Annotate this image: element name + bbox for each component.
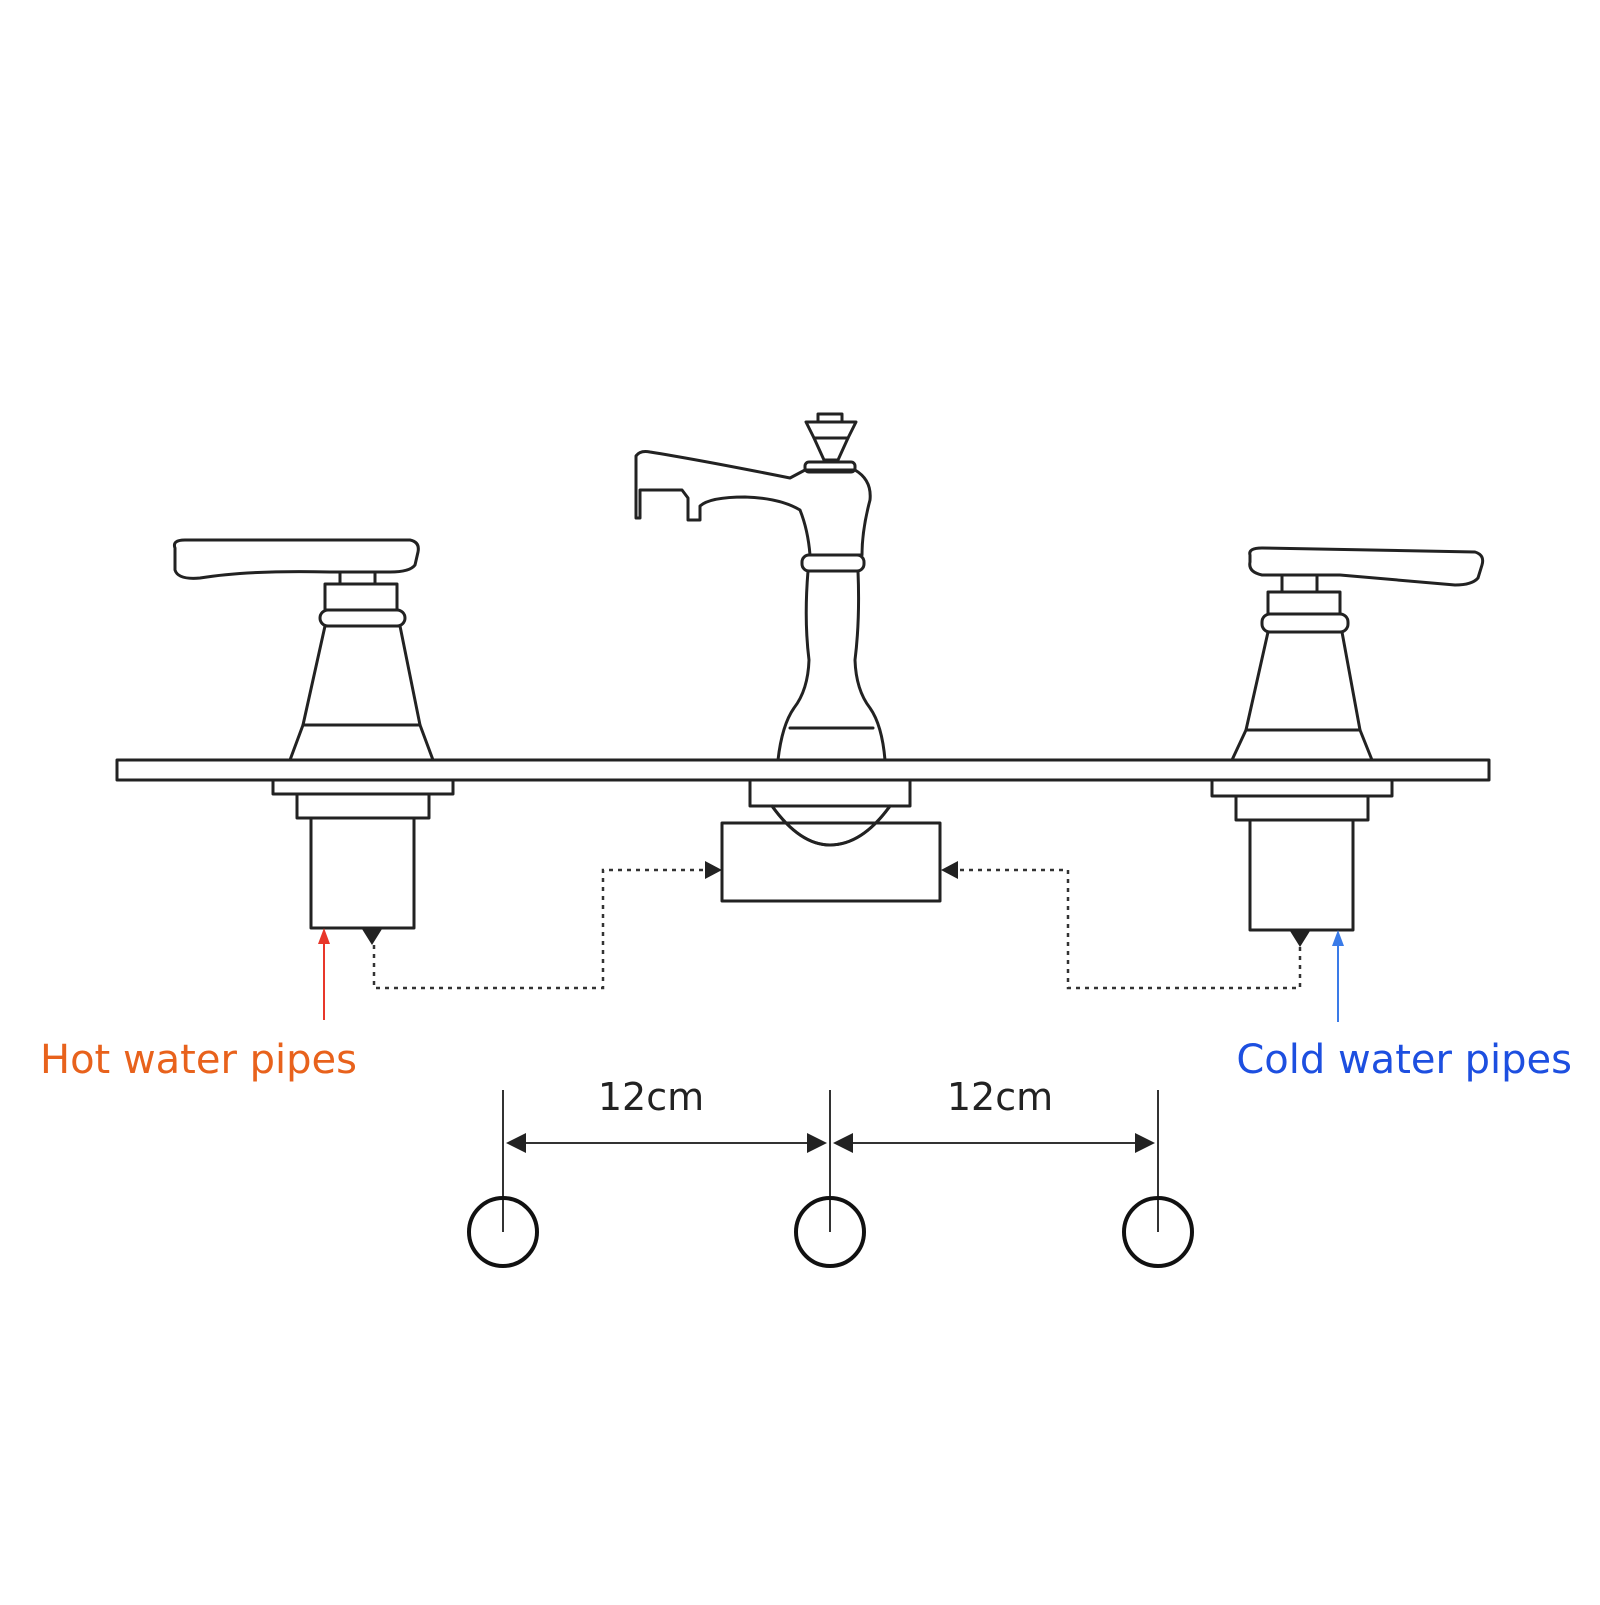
hot-valve-handle-icon	[173, 538, 455, 945]
mounting-hole-icon	[1122, 1196, 1194, 1268]
connecting-hoses	[372, 861, 1302, 990]
dimension-label-left: 12cm	[598, 1075, 704, 1119]
hot-supply-arrow	[318, 928, 330, 1020]
cold-water-label: Cold water pipes	[1236, 1037, 1572, 1083]
countertop-deck	[115, 758, 1491, 782]
cold-supply-arrow	[1332, 930, 1344, 1022]
cold-valve-handle-icon	[1210, 546, 1485, 947]
dimension-lines	[502, 1090, 1159, 1232]
mounting-hole-icon	[794, 1196, 866, 1268]
mounting-hole-icon	[467, 1196, 539, 1268]
dimension-label-right: 12cm	[947, 1075, 1053, 1119]
hot-water-label: Hot water pipes	[40, 1037, 357, 1083]
faucet-spout-icon	[634, 412, 942, 903]
